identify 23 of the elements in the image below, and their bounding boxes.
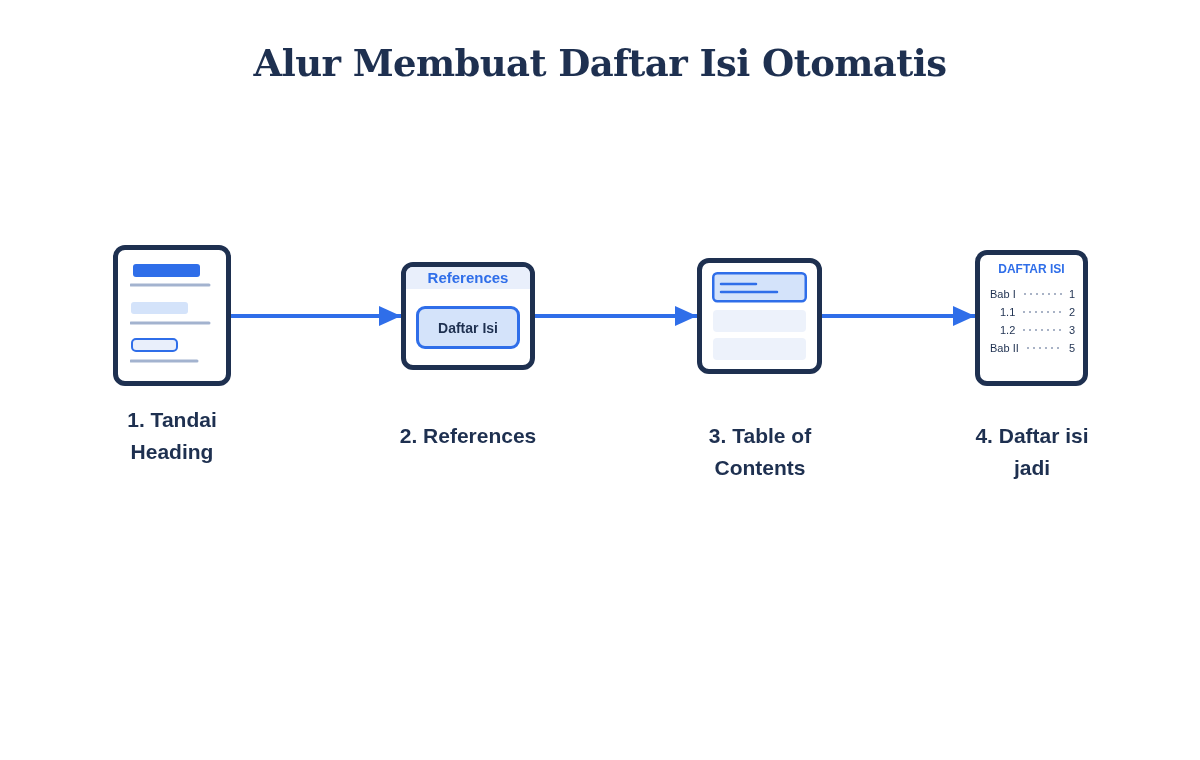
page-number: 1	[1068, 288, 1075, 300]
contents-page-card	[975, 250, 1088, 386]
contents-heading: DAFTAR ISI	[998, 261, 1065, 277]
arrow	[231, 306, 401, 326]
contents-entry: 1.2	[1000, 324, 1016, 336]
document-card	[113, 245, 231, 386]
ribbon-tab-header: References	[406, 267, 530, 289]
diagram-title: Alur Membuat Daftar Isi Otomatis	[253, 40, 947, 87]
step-caption: 4. Daftar isi jadi	[974, 423, 1090, 481]
page-number: 3	[1068, 324, 1075, 336]
page-number: 5	[1068, 342, 1075, 354]
toolbar-button: Daftar Isi	[416, 306, 520, 349]
arrow	[822, 306, 975, 326]
contents-entry: 1.1	[1000, 306, 1016, 318]
ribbon-card	[401, 262, 535, 370]
step-caption: 2. References	[399, 423, 537, 449]
arrow	[535, 306, 697, 326]
page-number: 2	[1068, 306, 1075, 318]
contents-entry: Bab II	[990, 342, 1019, 354]
dialog-card	[697, 258, 822, 374]
step-caption: 3. Table of Contents	[707, 423, 813, 481]
contents-entry: Bab I	[990, 288, 1016, 300]
step-caption: 1. Tandai Heading	[126, 407, 218, 465]
